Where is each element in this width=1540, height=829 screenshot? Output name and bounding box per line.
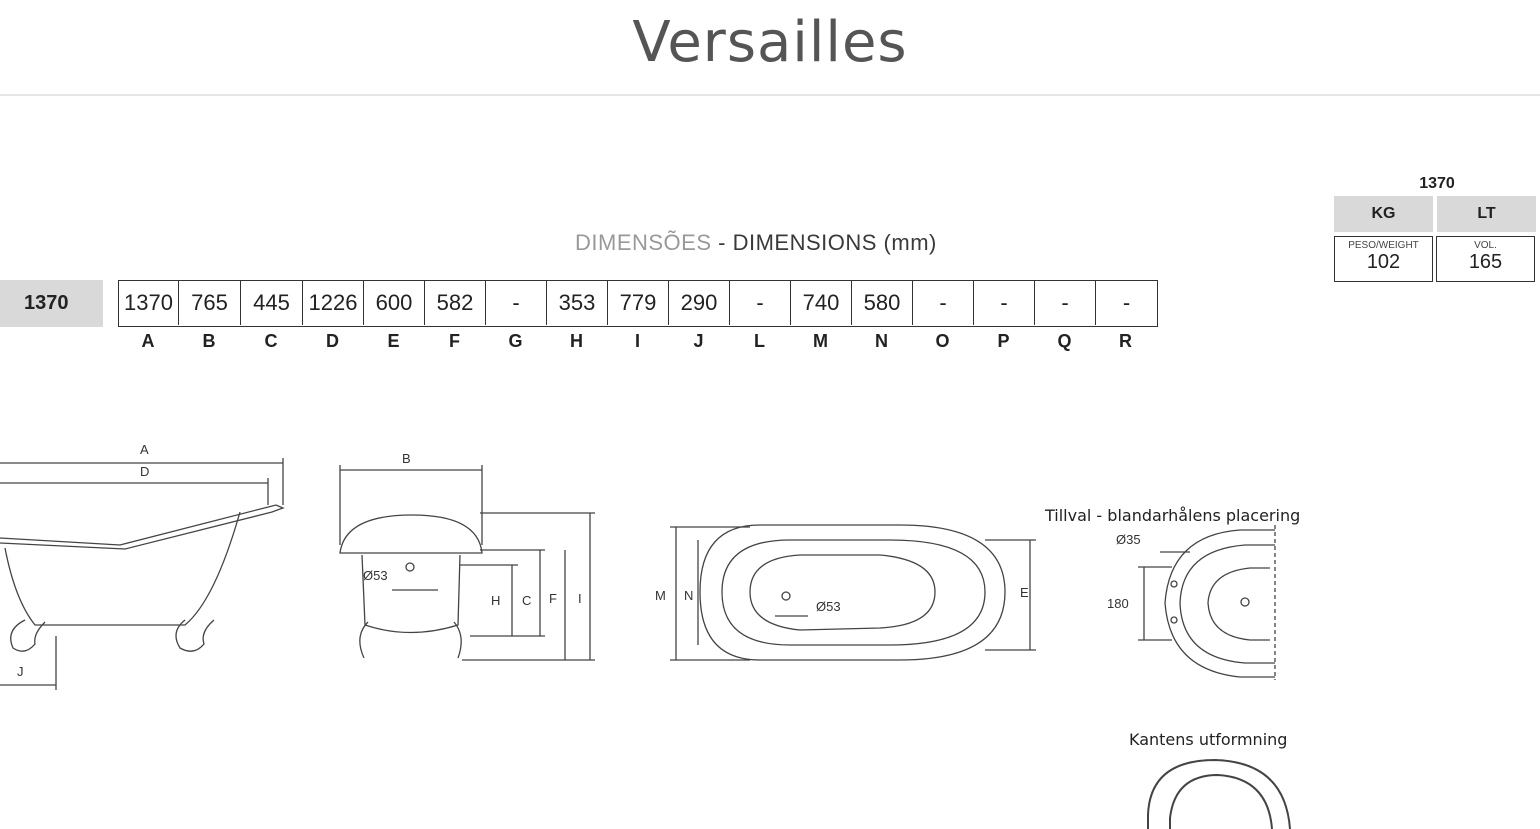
dimension-letter: R (1119, 331, 1132, 351)
weight-cell: PESO/WEIGHT 102 (1334, 236, 1433, 282)
top-view-drawing: M N E Ø53 (655, 524, 1036, 661)
edge-profile-outer (1147, 758, 1291, 829)
dimension-value-cell: - (913, 281, 974, 325)
dimension-letter: J (693, 331, 704, 351)
drain-hole (405, 562, 415, 572)
dimension-letter: O (935, 331, 950, 351)
label-i: I (578, 591, 582, 606)
drain-hole (781, 591, 791, 601)
tub-rim (0, 504, 285, 550)
edge-title: Kantens utformning (1129, 730, 1287, 749)
label-n: N (684, 588, 693, 603)
weight-header-kg: KG (1334, 196, 1433, 232)
label-h: H (491, 593, 500, 608)
label-a: A (140, 442, 149, 457)
dimension-value-cell: 445 (241, 281, 303, 325)
dimension-value-cell: 290 (669, 281, 730, 325)
model-label: 1370 (0, 280, 103, 327)
option-outline-outer (1164, 529, 1275, 678)
end-body (361, 554, 461, 634)
dimension-value-cell: - (486, 281, 547, 325)
dimension-value-cell: 600 (364, 281, 425, 325)
dimension-value-cell: 740 (791, 281, 852, 325)
foot-left (10, 619, 46, 652)
label-hole-diameter: Ø35 (1116, 532, 1141, 547)
dimensions-caption-pt: DIMENSÕES (575, 230, 712, 255)
foot-right (175, 619, 215, 652)
option-outline-basin (1207, 567, 1270, 641)
faucet-hole-top (1170, 580, 1178, 588)
option-outline-inner (1179, 544, 1275, 664)
dimension-letter: Q (1057, 331, 1072, 351)
drain-hole (1240, 597, 1250, 607)
dimension-value-cell: - (730, 281, 791, 325)
top-outer-outline (699, 524, 1006, 661)
edge-profile-inner (1169, 773, 1273, 829)
dimensions-caption-en: DIMENSIONS (mm) (732, 230, 937, 255)
tub-body (4, 511, 241, 626)
dimension-value-cell: 353 (547, 281, 608, 325)
weight-header-lt: LT (1437, 196, 1536, 232)
weight-table-values: PESO/WEIGHT 102 VOL. 165 (1334, 236, 1540, 282)
volume-value: 165 (1468, 251, 1503, 273)
weight-table-header: KG LT (1334, 196, 1540, 232)
dimension-value-cell: - (1035, 281, 1096, 325)
dimension-value-cell: 765 (179, 281, 241, 325)
header: Versailles (0, 0, 1540, 96)
end-rim (339, 514, 483, 554)
dimensions-caption: DIMENSÕES - DIMENSIONS (mm) (575, 230, 937, 256)
dimension-letter: D (326, 331, 339, 351)
faucet-hole-bottom (1170, 616, 1178, 624)
dimension-letter: H (570, 331, 583, 351)
dimension-letter: M (813, 331, 828, 351)
dimension-value-cell: 1226 (303, 281, 364, 325)
dimension-value-cell: 582 (425, 281, 486, 325)
top-basin-outline (749, 554, 936, 631)
dimension-letter: P (997, 331, 1010, 351)
edge-profile-drawing: Kantens utformning (1129, 730, 1291, 829)
page-title: Versailles (632, 10, 908, 75)
dimension-letter: G (508, 331, 523, 351)
end-feet (359, 621, 462, 659)
dimension-letter: E (387, 331, 400, 351)
label-b: B (402, 451, 411, 466)
dimension-letter: L (754, 331, 765, 351)
volume-caption: VOL. (1474, 240, 1497, 251)
dimensions-caption-separator: - (711, 230, 733, 255)
option-title: Tillval - blandarhålens placering (1044, 506, 1300, 525)
side-view-drawing: A D J (0, 442, 285, 690)
label-f: F (549, 591, 557, 606)
dimension-value-cell: 580 (852, 281, 913, 325)
dimension-letter: F (449, 331, 460, 351)
dimension-value-cell: 1370 (119, 281, 179, 325)
dimension-letter: B (202, 331, 216, 351)
end-view-drawing: Ø53 B H C F I (339, 451, 595, 661)
label-c: C (522, 593, 531, 608)
weight-value: 102 (1366, 251, 1401, 273)
dimension-letter: I (634, 331, 640, 351)
label-j: J (17, 664, 24, 679)
dimension-value-cell: - (974, 281, 1035, 325)
label-e: E (1020, 585, 1029, 600)
weight-table-model: 1370 (1419, 175, 1455, 192)
volume-cell: VOL. 165 (1436, 236, 1535, 282)
dimension-value-cell: - (1122, 290, 1131, 315)
weight-volume-table: 1370 KG LT PESO/WEIGHT 102 VOL. 165 (1334, 172, 1540, 282)
label-hole-spacing: 180 (1107, 596, 1129, 611)
dimension-letter: C (264, 331, 278, 351)
label-drain-top: Ø53 (816, 599, 841, 614)
dimension-letter: A (141, 331, 155, 351)
weight-caption: PESO/WEIGHT (1348, 240, 1419, 251)
label-d: D (140, 464, 149, 479)
label-m: M (655, 588, 666, 603)
top-rim-outline (721, 539, 986, 646)
dimension-value-cell: 779 (608, 281, 669, 325)
label-drain-end: Ø53 (363, 568, 388, 583)
dimension-letter: N (875, 331, 888, 351)
faucet-hole-option-drawing: Tillval - blandarhålens placering Ø35 18… (1044, 506, 1300, 680)
